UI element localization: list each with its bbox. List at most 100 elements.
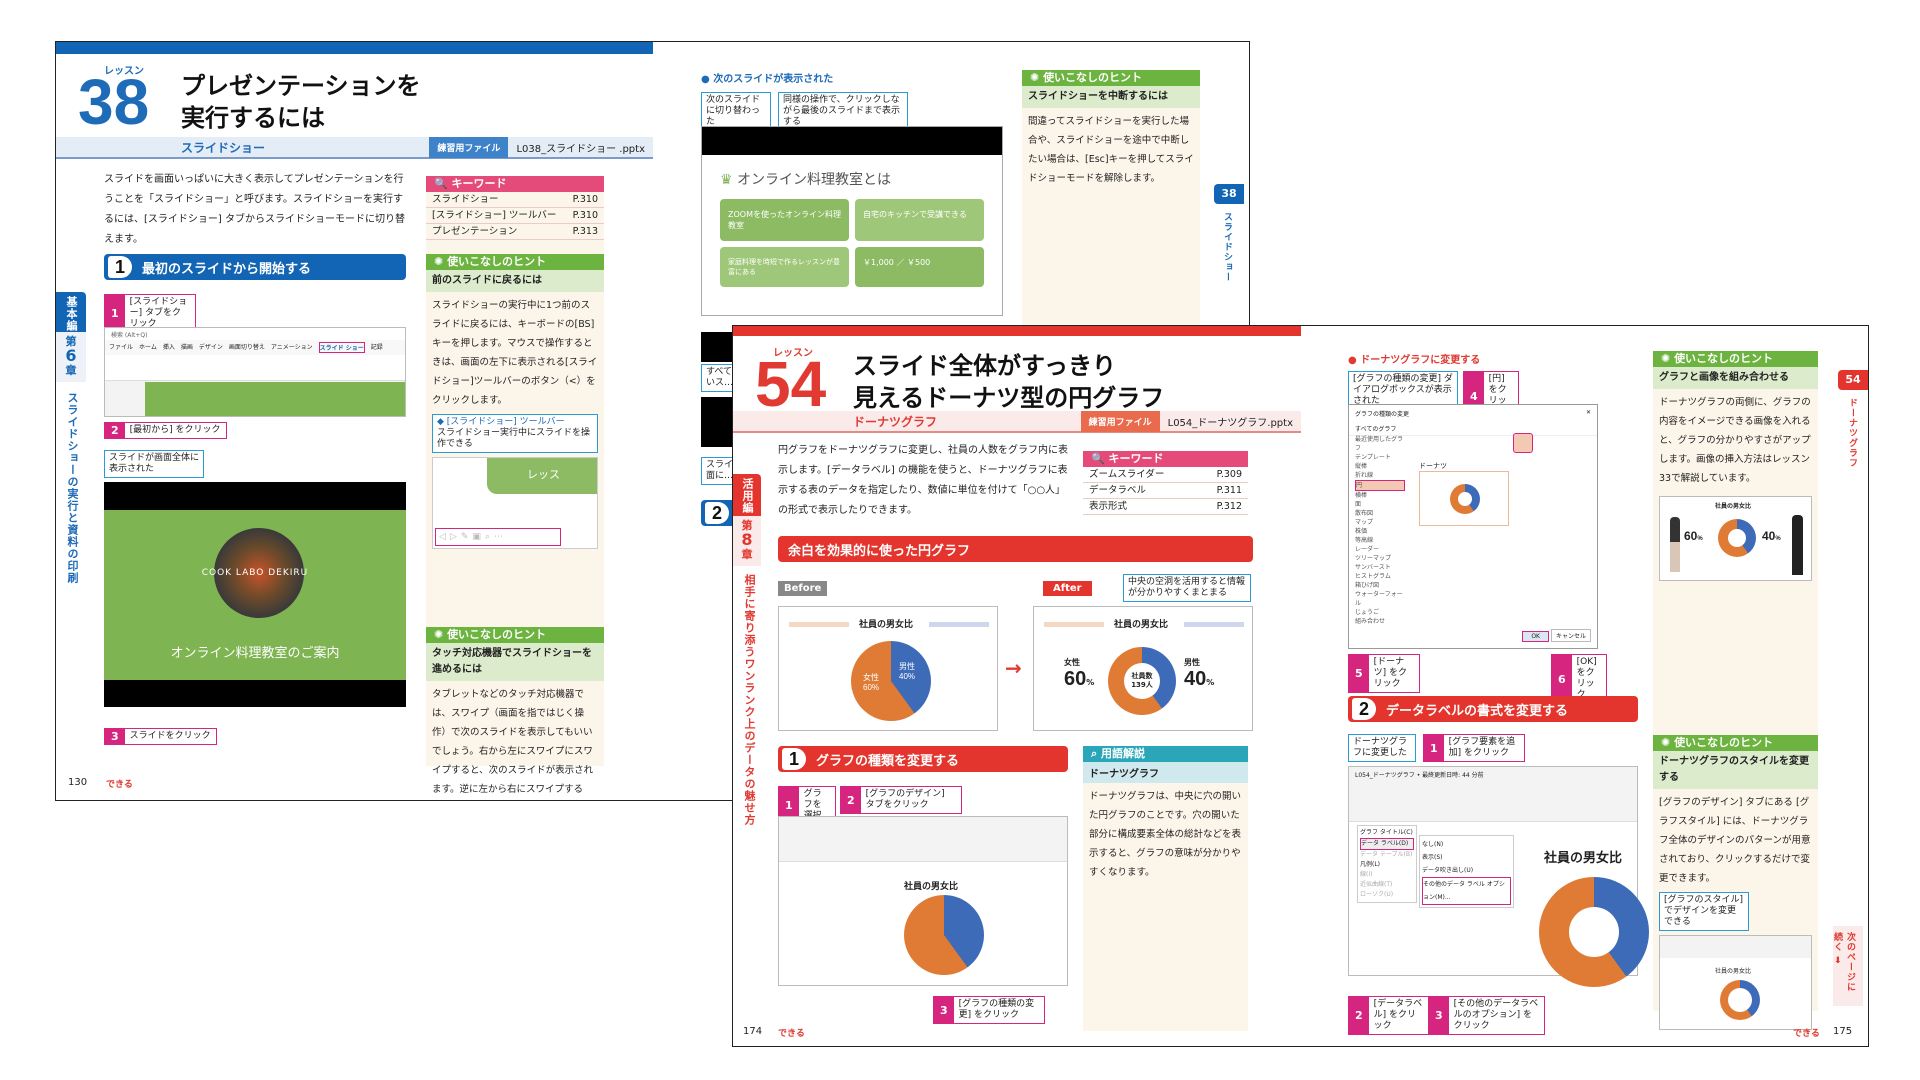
callout-5: 5 [ドーナツ] をクリック	[1348, 654, 1420, 693]
chapter-title: スライドショーの実行と資料の印刷	[66, 392, 79, 584]
page-number: 130	[68, 777, 88, 788]
keyword-heading: 🔍 キーワード	[426, 176, 604, 192]
next-slide-screenshot[interactable]: ♛ オンライン料理教室とは ZOOMを使ったオンライン料理教室 自宅のキッチンで…	[701, 126, 1003, 316]
subtitle-bar: スライドショー 練習用ファイル L038_スライドショー .pptx	[56, 136, 653, 159]
tab-slideshow[interactable]: スライド ショー	[318, 342, 365, 353]
donut-chart[interactable]	[1539, 877, 1649, 987]
chart-type-pie[interactable]: 円	[1355, 480, 1405, 491]
callout-3: 3 スライドをクリック	[104, 728, 217, 745]
menu-data-labels[interactable]: データ ラベル(D)	[1360, 838, 1414, 850]
hint-title: グラフと画像を組み合わせる	[1653, 367, 1818, 389]
section-tab: 活用編	[733, 474, 761, 516]
lightbulb-icon: ✺	[1661, 736, 1671, 749]
pie-chart	[851, 641, 931, 721]
intro-text: 円グラフをドーナツグラフに変更し、社員の人数をグラフ内に表示します。[データラベ…	[778, 445, 1068, 516]
page-number-right: 175	[1833, 1026, 1853, 1037]
man-figure	[1792, 515, 1803, 575]
hint-title: スライドショーを中断するには	[1022, 86, 1200, 108]
keyword-heading: 🔍 キーワード	[1083, 451, 1248, 467]
slide-brand: COOK LABO DEKIRU	[201, 568, 309, 578]
lesson-54-spread: レッスン 54 スライド全体がすっきり 見えるドーナツ型の円グラフ ドーナツグラ…	[732, 325, 1869, 1047]
hint-body: スライドショーの実行中に1つ前のスライドに戻るには、キーボードの[BS]キーを押…	[432, 300, 598, 406]
tab-transitions[interactable]: 画面切り替え	[228, 344, 265, 351]
pen-icon[interactable]: ✎	[460, 532, 469, 542]
tab-file[interactable]: ファイル	[109, 344, 134, 351]
chart-design-screenshot: 社員の男女比	[778, 816, 1068, 986]
tab-draw[interactable]: 描画	[180, 344, 193, 351]
lesson-label: レッスン	[773, 348, 813, 359]
lesson-label: レッスン	[104, 66, 144, 77]
zoom-icon[interactable]: ⌕	[484, 532, 490, 542]
style-screenshot: 社員の男女比	[1659, 935, 1812, 1030]
lesson-number: 38	[78, 66, 150, 138]
tab-animations[interactable]: アニメーション	[270, 344, 313, 351]
style-callout: [グラフのスタイル] でデザインを変更できる	[1659, 892, 1749, 931]
lesson-title: プレゼンテーションを 実行するには	[181, 72, 421, 132]
donut-type-button[interactable]	[1513, 433, 1533, 453]
pie-chart[interactable]	[904, 895, 984, 975]
banner-heading: 余白を効果的に使った円グラフ	[778, 536, 1253, 562]
more-data-label-options[interactable]: その他のデータ ラベル オプション(M)...	[1422, 877, 1511, 905]
note-repeat: 同様の操作で、クリックしながら最後のスライドまで表示する	[778, 92, 908, 131]
chart-title: 社員の男女比	[904, 882, 959, 892]
step-1-heading: 1 グラフの種類を変更する	[778, 746, 1068, 772]
hint-body: タブレットなどのタッチ対応機器では、スワイプ（画面を指ではじく操作）で次のスライ…	[432, 689, 594, 795]
callout-3: 3 [グラフの種類の変更] をクリック	[933, 996, 1045, 1024]
chapter-tab: 第 8 章	[733, 516, 761, 566]
glossary-heading: ⌕ 用語解説	[1083, 746, 1248, 762]
hint-heading: ✺ 使いこなしのヒント	[1653, 351, 1818, 367]
practice-file-name: L054_ドーナツグラフ.pptx	[1167, 417, 1293, 429]
section-tab: 基本編	[56, 292, 86, 332]
close-icon[interactable]: ✕	[1585, 409, 1591, 416]
hint-heading: ✺ 使いこなしのヒント	[426, 627, 604, 643]
hint-heading: ✺ 使いこなしのヒント	[1022, 70, 1200, 86]
tab-record[interactable]: 記録	[370, 344, 383, 351]
change-chart-type-dialog[interactable]: グラフの種類の変更✕ すべてのグラフ 最近使用したグラフ テンプレート 縦棒 折…	[1348, 404, 1598, 649]
donut-changed-note: ドーナツグラフに変更した	[1348, 734, 1416, 762]
tab-insert[interactable]: 挿入	[162, 344, 175, 351]
slideshow-screenshot[interactable]: COOK LABO DEKIRU オンライン料理教室のご案内	[104, 482, 406, 707]
page-tab-number: 54	[1838, 370, 1868, 390]
search-box[interactable]: 検索 (Alt+Q)	[105, 328, 405, 340]
callout-6: 6 [OK] をクリック	[1551, 654, 1607, 704]
step-1-heading: 1 最初のスライドから開始する	[104, 254, 406, 280]
slides-icon[interactable]: ▣	[472, 532, 481, 542]
continue-tab[interactable]: 次のページに続く ➡	[1832, 926, 1863, 1006]
lightbulb-icon: ✺	[1030, 71, 1040, 84]
glossary-body: ドーナツグラフは、中央に穴の開いた円グラフのことです。穴の開いた部分に構成要素全…	[1089, 791, 1242, 878]
hint-body: [グラフのデザイン] タブにある [グラフスタイル] には、ドーナツグラフ全体の…	[1659, 797, 1811, 884]
callout-2: 2 [最初から] をクリック	[104, 422, 227, 439]
hint-body: ドーナツグラフの両側に、グラフの内容をイメージできる画像を入れると、グラフの分か…	[1659, 397, 1811, 484]
next-icon[interactable]: ▷	[449, 532, 457, 542]
page-tab-label: スライドショー	[1222, 212, 1232, 282]
hint-title: ドーナツグラフのスタイルを変更する	[1653, 751, 1818, 789]
callout-step2-2: 2 [データラベル] をクリック	[1348, 996, 1430, 1035]
tab-all-charts[interactable]: すべてのグラフ	[1349, 422, 1597, 436]
chart-image-example: 社員の男女比 60% 40%	[1659, 496, 1812, 581]
magnifier-icon: ⌕	[1091, 747, 1098, 760]
data-label-screenshot: L054_ドーナツグラフ • 最終更新日時: 44 分前 グラフ タイトル(C)…	[1348, 766, 1649, 987]
toolbar-preview: レッス ◁▷✎▣⌕⋯	[432, 457, 598, 549]
previous-icon[interactable]: ◁	[439, 532, 446, 542]
more-icon[interactable]: ⋯	[493, 532, 503, 542]
ok-button[interactable]: OK	[1522, 631, 1549, 642]
chef-hat-icon: ♛	[720, 172, 733, 188]
slideshow-toolbar[interactable]: ◁▷✎▣⌕⋯	[435, 528, 561, 546]
subtitle: ドーナツグラフ	[853, 414, 938, 429]
lightbulb-icon: ✺	[1661, 352, 1671, 365]
cancel-button[interactable]: キャンセル	[1550, 629, 1591, 642]
toolbar-callout: ◆ [スライドショー] ツールバー スライドショー実行中にスライドを操作できる	[432, 414, 598, 453]
tab-design[interactable]: デザイン	[198, 344, 223, 351]
chart-title: 社員の男女比	[859, 620, 914, 630]
tab-home[interactable]: ホーム	[139, 344, 157, 351]
intro-text: スライドを画面いっぱいに大きく表示してプレゼンテーションを行うことを「スライドシ…	[104, 174, 405, 245]
note-fullscreen: スライドが画面全体に表示された	[104, 450, 204, 478]
